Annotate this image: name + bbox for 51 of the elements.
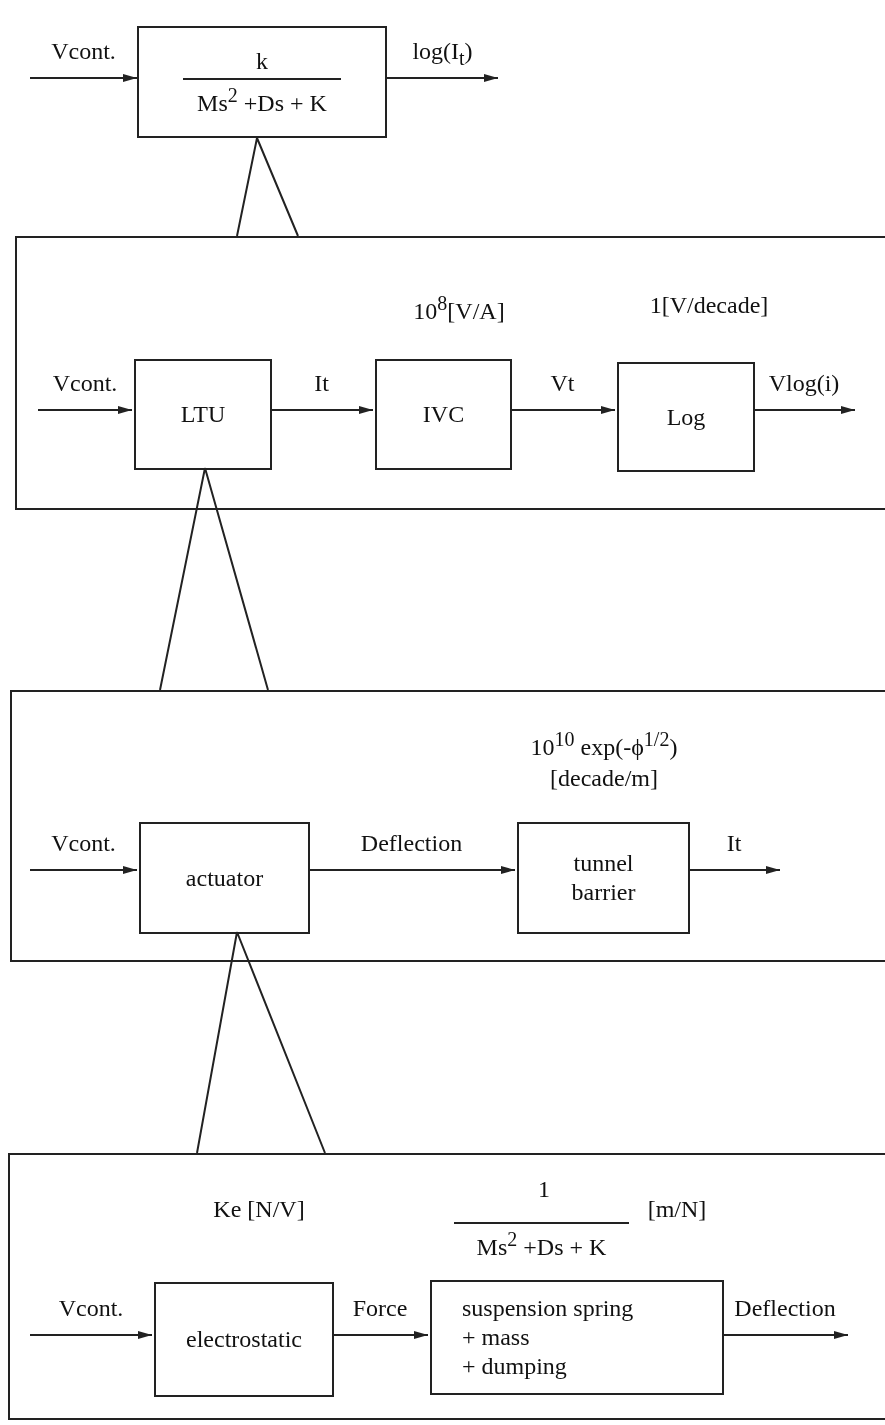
signal-arrow [721, 1331, 849, 1339]
gain-label: [m/N] [646, 1195, 708, 1224]
block-label: electrostatic [186, 1325, 302, 1354]
zoom-callout-line [159, 467, 269, 691]
signal-label: Vcont. [58, 1295, 124, 1322]
signal-arrow [29, 866, 138, 874]
denominator-text: Ms$^{2}$ +Ds + K [183, 77, 341, 118]
signal-label: It [726, 830, 742, 857]
signal-arrow [29, 1331, 153, 1339]
block-label: actuator [185, 863, 264, 893]
signal-label: Deflection [734, 1295, 836, 1322]
signal-arrow [37, 406, 133, 414]
signal-label: Deflection [360, 830, 463, 857]
panel-frame [10, 690, 885, 962]
signal-label: Vlog(i) [768, 370, 840, 397]
numerator-text: k [256, 46, 268, 76]
signal-label: Vcont. [51, 830, 116, 857]
signal-arrow [752, 406, 856, 414]
signal-label: It [314, 370, 329, 397]
signal-label: Vcont. [51, 38, 116, 65]
signal-label: Vcont. [52, 370, 118, 397]
signal-arrow [509, 406, 616, 414]
signal-arrow [29, 74, 138, 82]
signal-label: log(I$_{t}$) [412, 38, 473, 70]
block-label: LTU [180, 400, 226, 429]
gain-label: 1 [537, 1175, 551, 1204]
panel-frame [15, 236, 885, 510]
block-label: tunnel barrier [570, 849, 637, 907]
signal-arrow [331, 1331, 429, 1339]
block-box [137, 26, 387, 138]
gain-label: 10$^{10}$ exp(-ϕ$^{1/2}$) [decade/m] [529, 727, 679, 794]
signal-arrow [687, 866, 781, 874]
gain-label: 1[V/decade] [648, 291, 770, 320]
signal-arrow [386, 74, 499, 82]
block-box [139, 822, 310, 934]
panel-frame [8, 1153, 885, 1420]
block-label: IVC [422, 400, 465, 429]
block-label: + dumping [462, 1351, 567, 1381]
signal-arrow [307, 866, 516, 874]
block-label: suspension spring [462, 1294, 634, 1324]
gain-label: Ms$^{2}$ +Ds + K [454, 1222, 629, 1264]
block-label: + mass [462, 1323, 530, 1352]
zoom-callout-line [236, 137, 299, 237]
gain-label: 10$^{8}$[V/A] [412, 291, 506, 326]
signal-label: Vt [550, 370, 575, 397]
zoom-callout-line [196, 931, 326, 1154]
gain-label: Ke [N/V] [212, 1195, 306, 1224]
block-label: Log [666, 402, 706, 432]
signal-arrow [269, 406, 374, 414]
signal-label: Force [352, 1295, 408, 1322]
block-box [134, 359, 272, 470]
